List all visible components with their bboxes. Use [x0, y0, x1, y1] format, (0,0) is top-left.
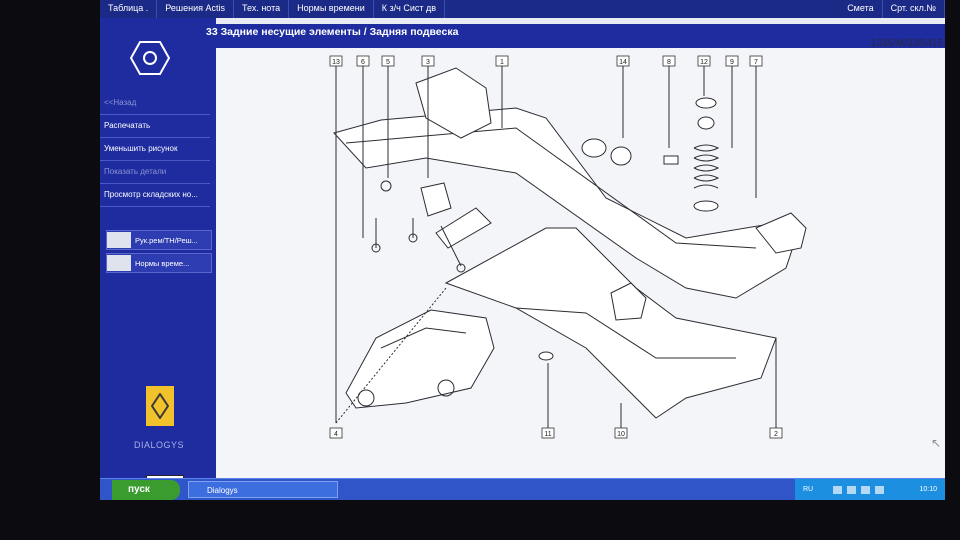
hex-nut-icon — [130, 41, 170, 75]
top-menu-estimate[interactable]: Смета — [839, 0, 883, 18]
callout-6[interactable]: 6 — [361, 59, 365, 66]
back-button[interactable]: <<Назад — [100, 92, 210, 115]
drawing-reference: 1335/M/33/0415 — [870, 38, 943, 49]
renault-logo — [146, 386, 174, 426]
callout-4[interactable]: 4 — [334, 431, 338, 438]
callout-9[interactable]: 9 — [730, 59, 734, 66]
language-indicator[interactable]: RU — [803, 486, 814, 493]
callout-1[interactable]: 1 — [500, 59, 504, 66]
sidebar-menu: <<Назад Распечатать Уменьшить рисунок По… — [100, 92, 210, 207]
stock-numbers-button[interactable]: Просмотр складских но... — [100, 184, 210, 207]
tray-app-icon[interactable] — [875, 486, 884, 494]
doc-links: Рук.рем/ТН/Реш... Нормы време... — [106, 230, 212, 276]
top-menu-labor-times[interactable]: Нормы времени — [289, 0, 374, 18]
labor-times-label: Нормы време... — [135, 258, 190, 268]
network-icon[interactable] — [833, 486, 842, 494]
exploded-diagram[interactable]: 13 6 5 3 1 14 8 12 9 7 4 — [216, 48, 945, 480]
callout-10[interactable]: 10 — [617, 431, 625, 438]
top-menu-tech-note[interactable]: Тех. нота — [234, 0, 290, 18]
callout-12[interactable]: 12 — [700, 59, 708, 66]
repair-manual-link[interactable]: Рук.рем/ТН/Реш... — [106, 230, 212, 250]
taskbar: пуск Dialogys RU 10:10 — [100, 478, 945, 500]
screen: Таблица . Решения Actis Тех. нота Нормы … — [100, 0, 945, 500]
volume-icon[interactable] — [847, 486, 856, 494]
mouse-cursor-icon: ↖ — [930, 436, 941, 450]
renault-diamond-icon — [151, 393, 169, 419]
page-title: 33 Задние несущие элементы / Задняя подв… — [206, 26, 459, 38]
battery-icon[interactable] — [861, 486, 870, 494]
clock: 10:10 — [919, 486, 937, 493]
callout-5[interactable]: 5 — [386, 59, 390, 66]
callout-8[interactable]: 8 — [667, 59, 671, 66]
callout-7[interactable]: 7 — [754, 59, 758, 66]
callout-3[interactable]: 3 — [426, 59, 430, 66]
labor-times-link[interactable]: Нормы време... — [106, 253, 212, 273]
rear-suspension-drawing: 13 6 5 3 1 14 8 12 9 7 4 — [329, 55, 807, 439]
clock-icon — [107, 255, 131, 271]
system-tray: RU 10:10 — [795, 479, 945, 500]
print-button[interactable]: Распечатать — [100, 115, 210, 138]
left-sidebar: <<Назад Распечатать Уменьшить рисунок По… — [100, 18, 216, 487]
repair-manual-label: Рук.рем/ТН/Реш... — [135, 235, 198, 245]
zoom-out-button[interactable]: Уменьшить рисунок — [100, 138, 210, 161]
start-button[interactable]: пуск — [112, 480, 180, 500]
top-menu-engine-parts[interactable]: К з/ч Сист дв — [374, 0, 446, 18]
callout-11[interactable]: 11 — [544, 431, 551, 438]
taskbar-item-dialogys[interactable]: Dialogys — [188, 481, 338, 498]
content-header-bar — [206, 24, 945, 48]
callout-2[interactable]: 2 — [774, 431, 778, 438]
top-menu-bar: Таблица . Решения Actis Тех. нота Нормы … — [100, 0, 945, 18]
document-icon — [107, 232, 131, 248]
callout-14[interactable]: 14 — [619, 59, 627, 66]
show-parts-button[interactable]: Показать детали — [100, 161, 210, 184]
callout-13[interactable]: 13 — [332, 59, 340, 66]
top-menu-stock[interactable]: Срт. скл.№ — [883, 0, 945, 18]
top-menu-actis[interactable]: Решения Actis — [157, 0, 235, 18]
dialogys-logo: DIALOGYS — [134, 440, 185, 450]
top-menu-table[interactable]: Таблица . — [100, 0, 158, 18]
